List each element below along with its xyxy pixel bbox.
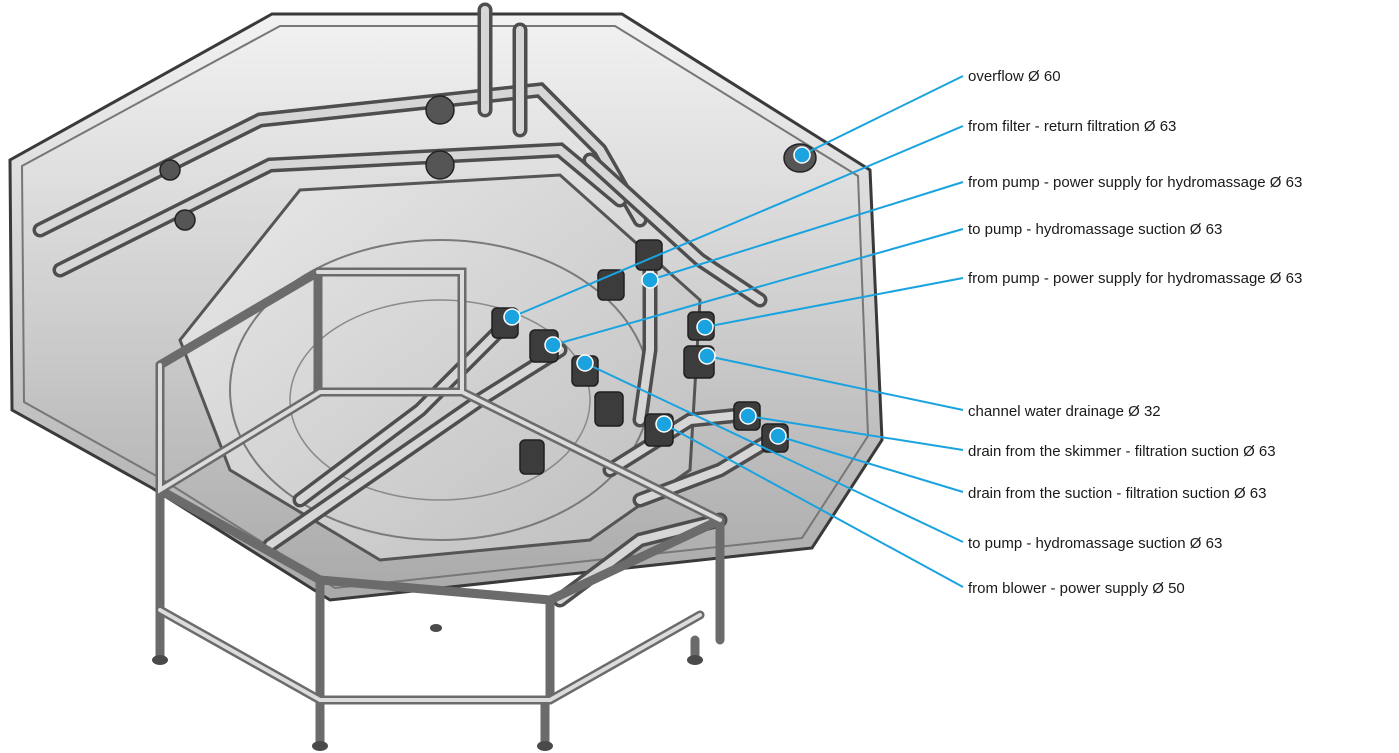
leader-line-hydromassage-suction-1 xyxy=(552,228,964,346)
callout-overflow: overflow Ø 60 xyxy=(793,68,1061,164)
callout-label-suction-filtration: drain from the suction - filtration suct… xyxy=(968,485,1266,502)
callout-point-suction-filtration xyxy=(769,427,787,445)
callout-hydromassage-suction-1: to pump - hydromassage suction Ø 63 xyxy=(544,221,1222,354)
leader-line-pump-supply-2 xyxy=(704,277,964,328)
leader-line-channel-drainage xyxy=(706,355,964,411)
callout-pump-supply-1: from pump - power supply for hydromassag… xyxy=(641,174,1302,289)
tub-floor-contour xyxy=(289,299,591,501)
leader-line-suction-filtration xyxy=(777,435,964,493)
callout-point-hydromassage-suction-1 xyxy=(544,336,562,354)
leader-line-overflow xyxy=(801,75,964,156)
callout-point-pump-supply-2 xyxy=(696,318,714,336)
callout-label-pump-supply-2: from pump - power supply for hydromassag… xyxy=(968,270,1302,287)
callout-label-return-filtration: from filter - return filtration Ø 63 xyxy=(968,118,1176,135)
callout-label-skimmer-suction: drain from the skimmer - filtration suct… xyxy=(968,443,1276,460)
callout-point-blower-supply xyxy=(655,415,673,433)
callout-point-return-filtration xyxy=(503,308,521,326)
callout-suction-filtration: drain from the suction - filtration suct… xyxy=(769,427,1266,502)
leader-line-return-filtration xyxy=(511,125,964,318)
callout-channel-drainage: channel water drainage Ø 32 xyxy=(698,347,1161,420)
leader-line-blower-supply xyxy=(663,423,964,588)
callout-label-hydromassage-suction-2: to pump - hydromassage suction Ø 63 xyxy=(968,535,1222,552)
support-frame xyxy=(155,267,725,750)
callout-label-channel-drainage: channel water drainage Ø 32 xyxy=(968,403,1161,420)
leader-line-hydromassage-suction-2 xyxy=(584,362,964,543)
callout-label-hydromassage-suction-1: to pump - hydromassage suction Ø 63 xyxy=(968,221,1222,238)
back-pipework xyxy=(32,2,768,308)
callout-skimmer-suction: drain from the skimmer - filtration suct… xyxy=(739,407,1276,460)
spa-tub-illustration xyxy=(8,2,884,751)
front-pipework xyxy=(262,262,778,608)
callout-group: overflow Ø 60 from filter - return filtr… xyxy=(503,68,1302,597)
callout-hydromassage-suction-2: to pump - hydromassage suction Ø 63 xyxy=(576,354,1222,552)
leader-line-skimmer-suction xyxy=(747,415,964,451)
callout-label-overflow: overflow Ø 60 xyxy=(968,68,1061,85)
callout-point-pump-supply-1 xyxy=(641,271,659,289)
callout-label-pump-supply-1: from pump - power supply for hydromassag… xyxy=(968,174,1302,191)
callout-label-blower-supply: from blower - power supply Ø 50 xyxy=(968,580,1185,597)
callout-point-channel-drainage xyxy=(698,347,716,365)
callout-point-hydromassage-suction-2 xyxy=(576,354,594,372)
callout-point-skimmer-suction xyxy=(739,407,757,425)
leader-line-pump-supply-1 xyxy=(649,181,964,281)
callout-return-filtration: from filter - return filtration Ø 63 xyxy=(503,118,1176,326)
callout-blower-supply: from blower - power supply Ø 50 xyxy=(655,415,1185,597)
tub-shell-rim xyxy=(20,25,870,590)
callout-pump-supply-2: from pump - power supply for hydromassag… xyxy=(696,270,1302,336)
callout-point-overflow xyxy=(793,146,811,164)
frame-feet xyxy=(152,624,703,751)
